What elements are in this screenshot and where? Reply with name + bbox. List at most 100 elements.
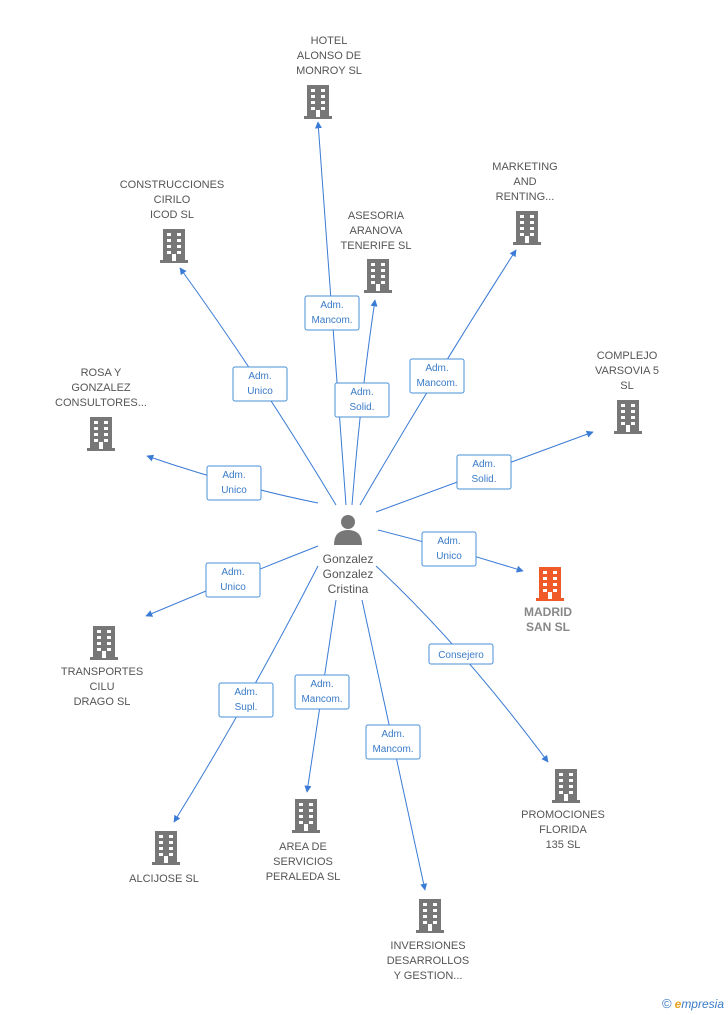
person-icon [334, 515, 362, 545]
role-text: Unico [436, 551, 462, 562]
role-badge-construcciones[interactable]: Adm. Unico [232, 366, 288, 402]
company-label: RENTING... [496, 191, 555, 203]
role-badge-inversiones[interactable]: Adm.Mancom. [365, 724, 421, 760]
role-text: Unico [220, 582, 246, 593]
company-label: AREA DE [279, 841, 327, 853]
company-label: ALONSO DE [297, 50, 361, 62]
company-node-complejo[interactable]: COMPLEJO VARSOVIA 5 SL [595, 350, 659, 434]
role-text: Adm. [381, 729, 404, 740]
role-text: Adm. [472, 459, 495, 470]
role-badge-asesoria[interactable]: Adm.Solid. [334, 382, 390, 418]
company-label: ARANOVA [350, 225, 404, 237]
role-badge-marketing[interactable]: Adm. Mancom. [409, 358, 465, 394]
company-node-alcijose[interactable]: ALCIJOSE SL [129, 831, 199, 885]
company-label: MARKETING [492, 161, 557, 173]
role-text: Adm. [221, 567, 244, 578]
building-icon [292, 799, 320, 833]
company-node-rosa[interactable]: ROSA YGONZALEZCONSULTORES... [55, 367, 147, 451]
company-node-marketing[interactable]: MARKETING AND RENTING... [492, 161, 558, 245]
company-label: AND [513, 176, 536, 188]
role-badge-box [232, 366, 288, 402]
role-badge-alcijose[interactable]: Adm.Supl. [218, 682, 274, 718]
company-label: SL [620, 380, 633, 392]
role-badge-box [294, 674, 350, 710]
company-label: PERALEDA SL [266, 871, 341, 883]
role-text: Adm. [310, 679, 333, 690]
person-label: Cristina [328, 582, 369, 596]
building-icon [90, 626, 118, 660]
company-label: SERVICIOS [273, 856, 333, 868]
role-text: Adm. [437, 536, 460, 547]
role-text: Adm. [320, 300, 343, 311]
building-icon [614, 400, 642, 434]
company-label: COMPLEJO [597, 350, 658, 362]
role-badge-box [456, 454, 512, 490]
role-text: Solid. [349, 402, 374, 413]
company-label: TENERIFE SL [341, 240, 412, 252]
building-icon [364, 259, 392, 293]
company-node-area[interactable]: AREA DE SERVICIOS PERALEDA SL [266, 799, 341, 883]
building-icon [152, 831, 180, 865]
role-text: Mancom. [416, 378, 457, 389]
role-badge-promociones[interactable]: Consejero [428, 643, 494, 665]
company-node-asesoria[interactable]: ASESORIA ARANOVA TENERIFE SL [341, 210, 412, 293]
role-badge-box [205, 562, 261, 598]
brand-name: mpresia [681, 997, 724, 1011]
company-label: MADRID [524, 605, 572, 619]
company-label: DESARROLLOS [387, 955, 470, 967]
role-badge-box [206, 465, 262, 501]
role-text: Solid. [471, 474, 496, 485]
building-icon [416, 899, 444, 933]
person-label: Gonzalez [323, 567, 374, 581]
role-badge-hotel[interactable]: Adm. Mancom. [304, 295, 360, 331]
role-text: Mancom. [301, 694, 342, 705]
role-text: Mancom. [311, 315, 352, 326]
role-text: Unico [247, 386, 273, 397]
role-badge-box [334, 382, 390, 418]
role-badge-area[interactable]: Adm. Mancom. [294, 674, 350, 710]
building-icon [513, 211, 541, 245]
role-text: Unico [221, 485, 247, 496]
role-text: Consejero [438, 650, 484, 661]
role-text: Supl. [235, 702, 258, 713]
company-node-construcciones[interactable]: CONSTRUCCIONES CIRILO ICOD SL [120, 179, 225, 263]
role-badge-box [421, 531, 477, 567]
company-label: ROSA Y [81, 367, 122, 379]
company-label: 135 SL [546, 839, 581, 851]
company-label: ICOD SL [150, 209, 194, 221]
building-icon [87, 417, 115, 451]
building-icon [552, 769, 580, 803]
role-badge-box [218, 682, 274, 718]
role-badge-box [428, 643, 494, 665]
brand-initial: e [674, 997, 682, 1011]
role-badge-transportes[interactable]: Adm. Unico [205, 562, 261, 598]
role-badge-madrid[interactable]: Adm. Unico [421, 531, 477, 567]
copyright-symbol: © [662, 996, 672, 1011]
company-label: CONSTRUCCIONES [120, 179, 225, 191]
role-badge-complejo[interactable]: Adm. Solid. [456, 454, 512, 490]
role-text: Adm. [222, 470, 245, 481]
role-text: Adm. [248, 371, 271, 382]
company-label: MONROY SL [296, 65, 362, 77]
company-label: VARSOVIA 5 [595, 365, 659, 377]
person-label: Gonzalez [323, 552, 374, 566]
building-icon [304, 85, 332, 119]
company-label: ASESORIA [348, 210, 405, 222]
company-label: CIRILO [154, 194, 191, 206]
company-label: DRAGO SL [74, 696, 131, 708]
building-icon [160, 229, 188, 263]
footer-brand: ©empresia [662, 996, 724, 1011]
role-badge-box [304, 295, 360, 331]
company-label: CONSULTORES... [55, 397, 147, 409]
role-badge-rosa[interactable]: Adm. Unico [206, 465, 262, 501]
company-label: Y GESTION... [394, 970, 463, 982]
building-icon [536, 567, 564, 601]
role-text: Adm. [425, 363, 448, 374]
